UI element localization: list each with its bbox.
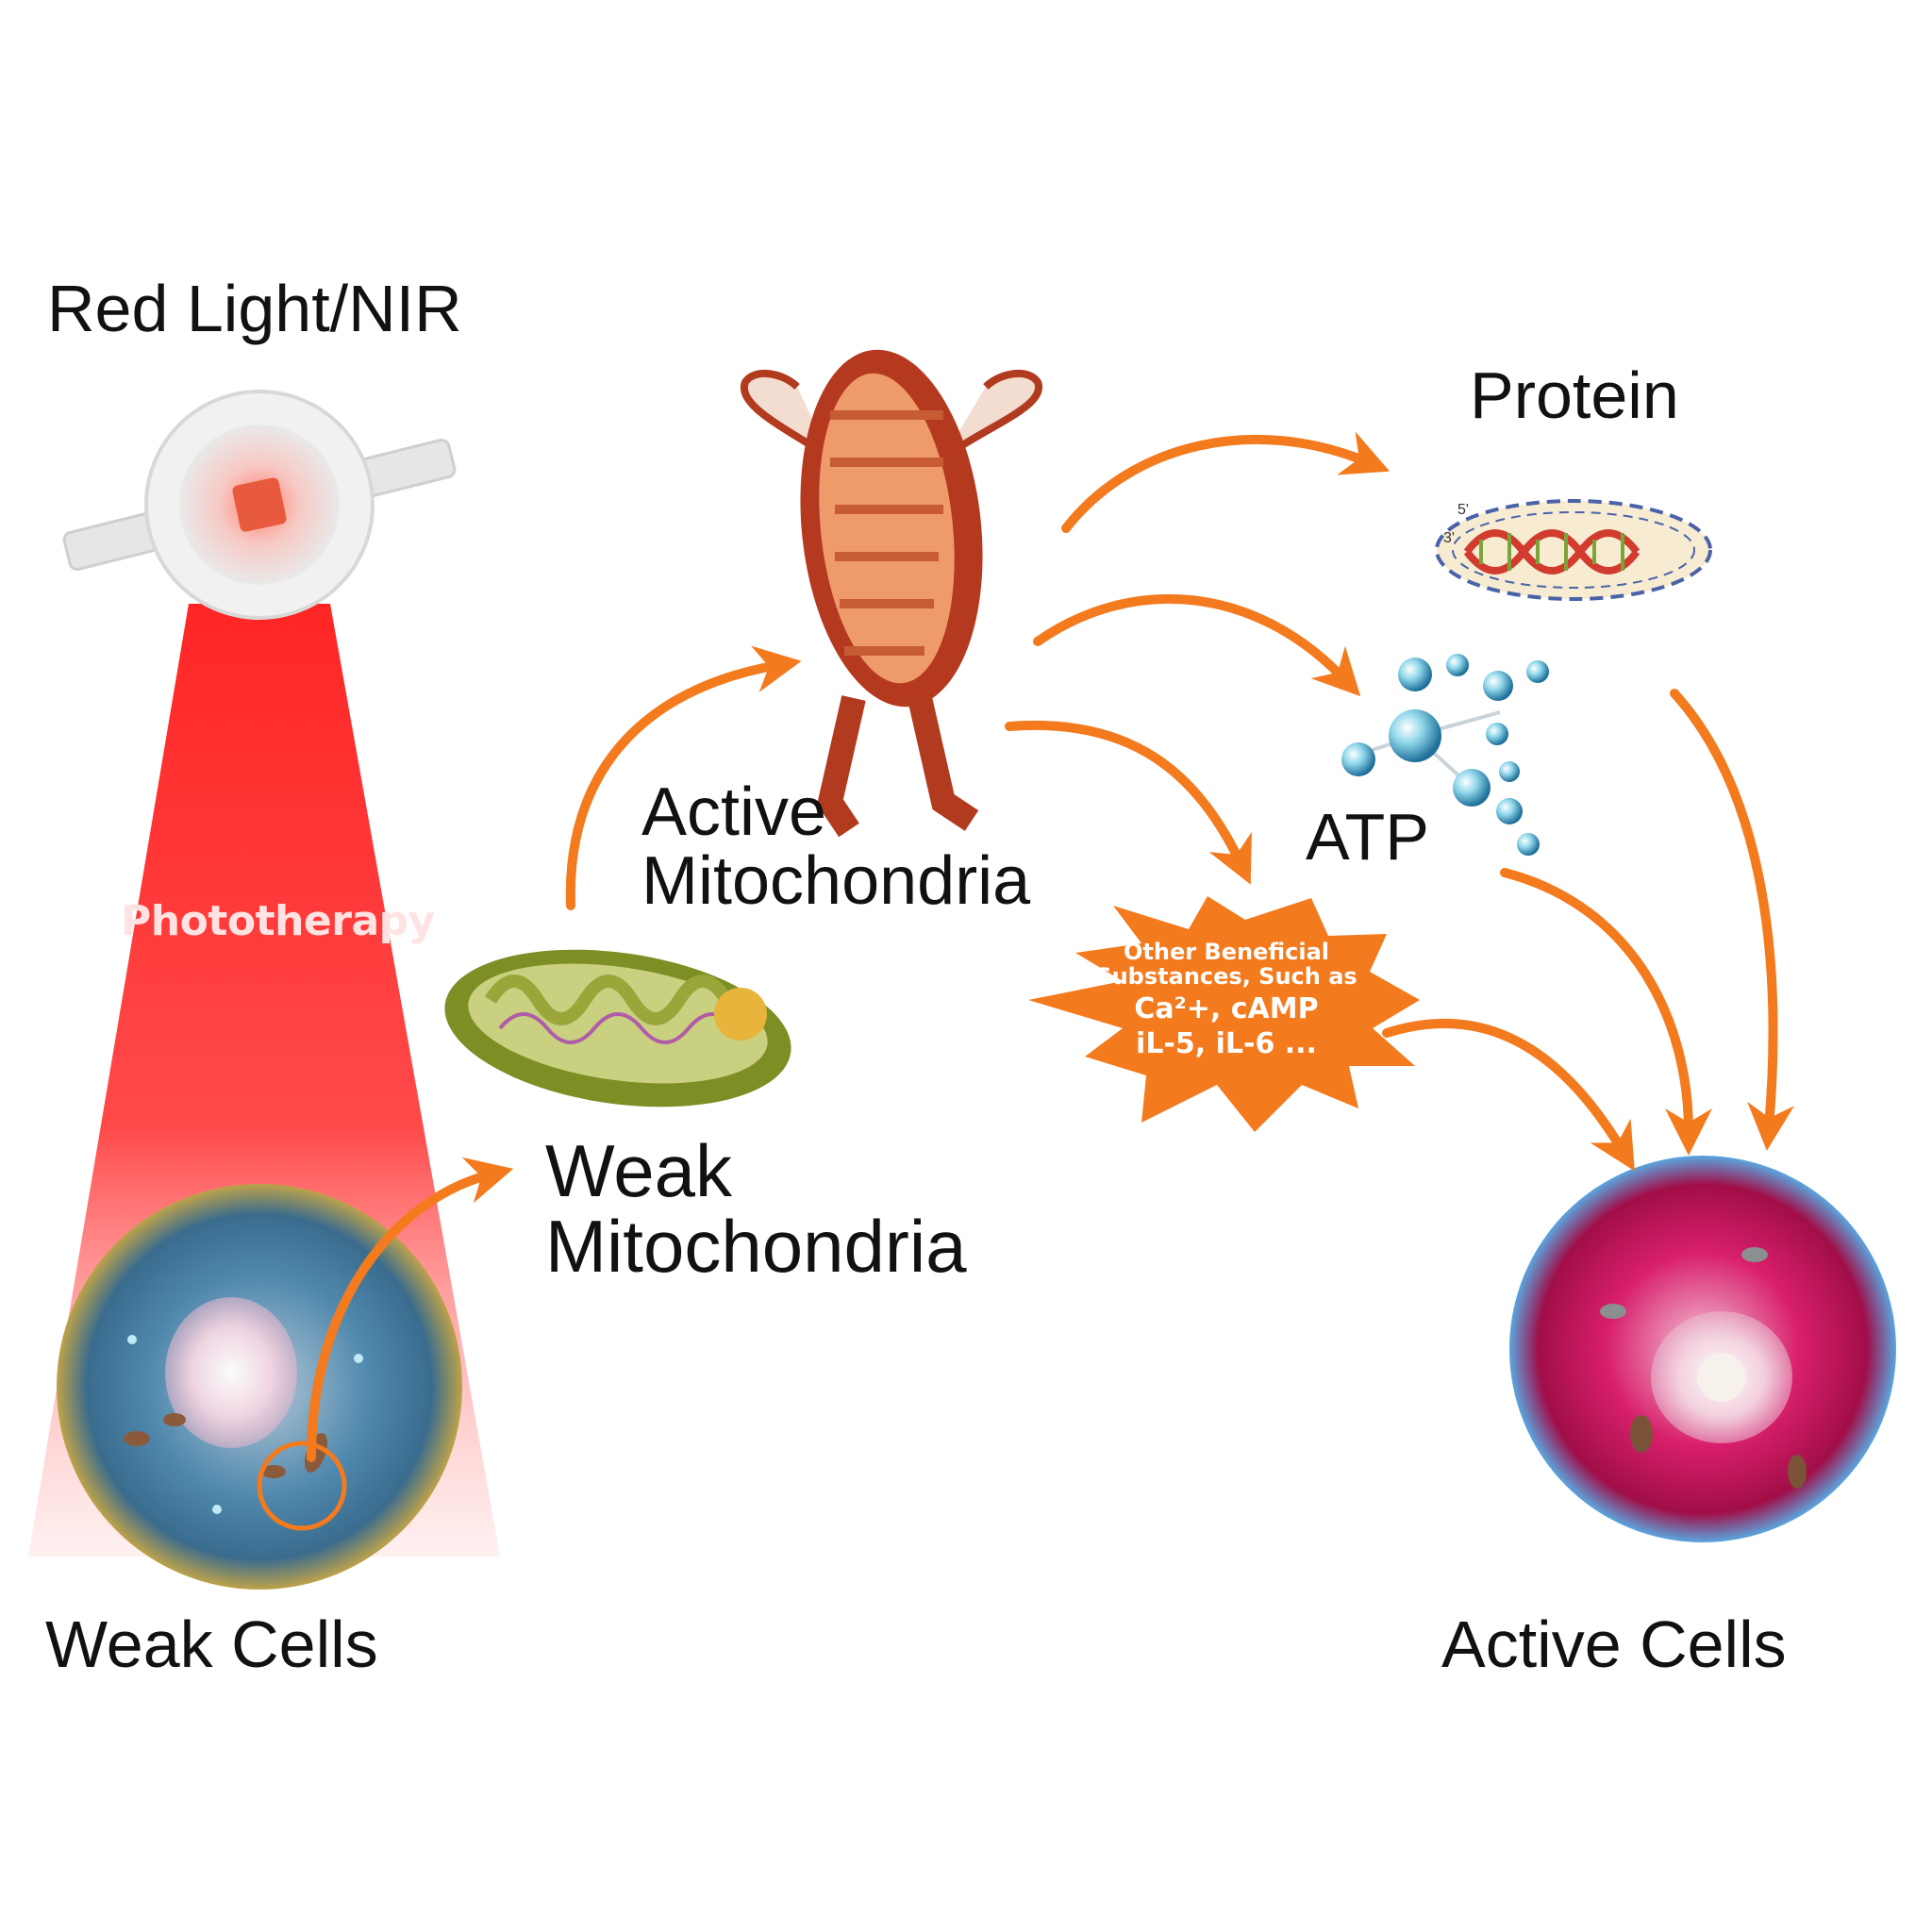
burst-text: Other Beneficial Substances, Such as Ca²…	[1028, 940, 1424, 1059]
red-light-label: Red Light/NIR	[47, 272, 462, 345]
dna-3-label: 3'	[1443, 530, 1455, 546]
flow-arrows	[307, 431, 1795, 1462]
burst-line1: Other Beneficial	[1123, 939, 1330, 965]
mitochondria-weak-icon	[444, 949, 791, 1108]
arrow-burst-to-cell	[1382, 1019, 1635, 1172]
dna-icon	[1435, 499, 1712, 601]
arrow-to-burst	[1005, 720, 1252, 885]
burst-line2: Substances, Such as	[1095, 963, 1357, 991]
active-cells-label: Active Cells	[1441, 1607, 1787, 1681]
active-cell-icon	[1509, 1156, 1896, 1542]
arrow-to-atp	[1033, 594, 1361, 697]
atp-molecule-icon	[1341, 654, 1549, 856]
mitochondria-muscle-icon	[740, 349, 1043, 838]
burst-line4: iL-5, iL-6 ...	[1136, 1026, 1317, 1060]
atp-label: ATP	[1306, 800, 1429, 874]
dna-5-label: 5'	[1457, 502, 1469, 518]
arrow-atp-to-cell	[1500, 868, 1712, 1156]
arrow-cell-to-weak-mito	[307, 1157, 514, 1462]
weak-cells-label: Weak Cells	[45, 1607, 378, 1681]
burst-line3: Ca²+, cAMP	[1134, 991, 1319, 1025]
substances-burst	[1028, 896, 1420, 1132]
weak-mitochondria-line1: Weak	[545, 1129, 732, 1212]
led-chip-icon	[62, 390, 457, 620]
protein-label: Protein	[1470, 358, 1679, 432]
arrow-protein-to-cell	[1670, 689, 1795, 1151]
active-mitochondria-line2: Mitochondria	[641, 843, 1031, 920]
active-mitochondria-line1: Active	[641, 774, 827, 850]
weak-mitochondria-line2: Mitochondria	[545, 1204, 967, 1288]
arrow-to-protein	[1061, 431, 1391, 533]
arrow-weak-to-active	[565, 645, 802, 910]
phototherapy-label: Phototherapy	[121, 897, 435, 945]
weak-cell-icon	[57, 1184, 462, 1590]
